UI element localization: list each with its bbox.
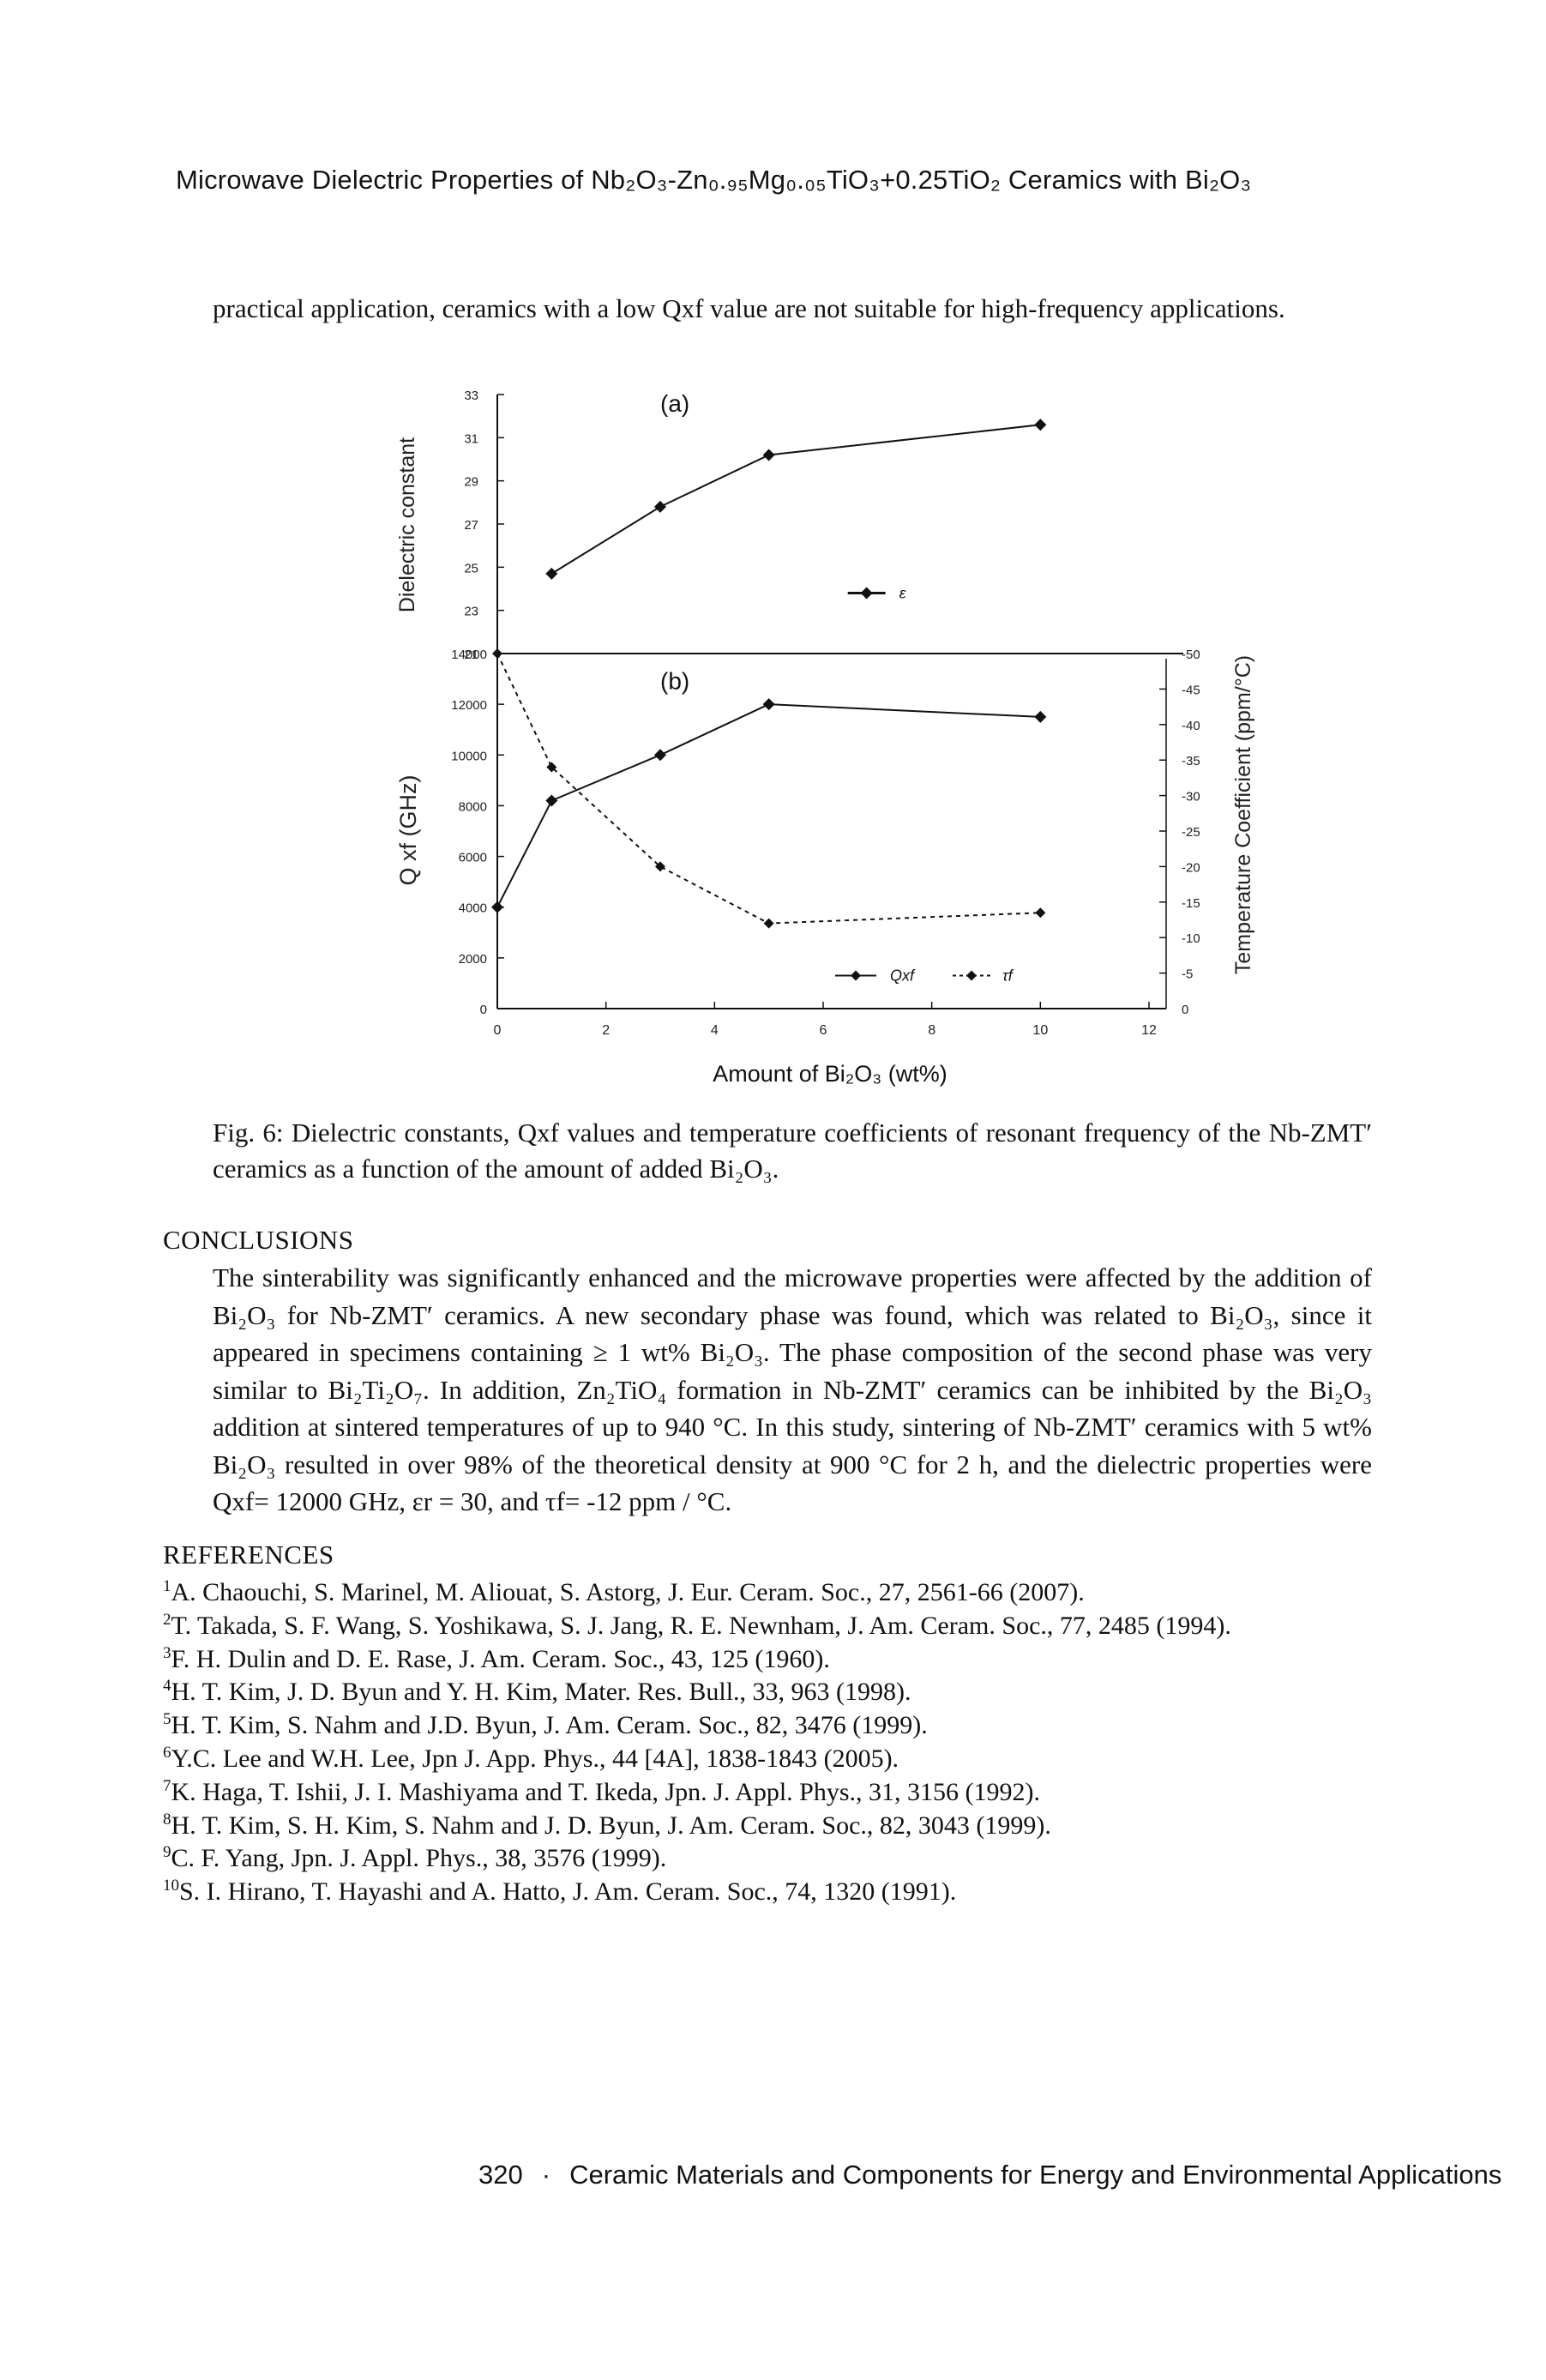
y-tick-label-b: 10000 bbox=[451, 749, 487, 763]
reference-item: 8H. T. Kim, S. H. Kim, S. Nahm and J. D.… bbox=[163, 1810, 1051, 1840]
intro-paragraph: practical application, ceramics with a l… bbox=[213, 293, 1285, 323]
series-tauf-point bbox=[655, 861, 665, 872]
y2-tick-label: -30 bbox=[1182, 790, 1200, 804]
series-qxf-point bbox=[762, 698, 775, 711]
running-header: Microwave Dielectric Properties of Nb₂O₃… bbox=[176, 165, 1252, 195]
y-tick-label-b: 4000 bbox=[459, 901, 487, 916]
y-tick-label-a: 27 bbox=[464, 518, 478, 533]
series-tauf-point bbox=[546, 762, 557, 773]
y-tick-label-b: 14000 bbox=[451, 648, 487, 662]
reference-item: 9C. F. Yang, Jpn. J. Appl. Phys., 38, 35… bbox=[163, 1843, 667, 1873]
legend-tauf-label: τf bbox=[1002, 967, 1014, 985]
legend-qxf-label: Qxf bbox=[890, 967, 916, 985]
series-epsilon-line bbox=[550, 424, 1041, 575]
series-tauf-point bbox=[492, 648, 502, 659]
y-tick-label-a: 23 bbox=[464, 605, 478, 619]
y2-tick-label: -45 bbox=[1182, 683, 1200, 697]
y-axis-title-a: Dielectric constant bbox=[395, 437, 419, 612]
series-qxf-point bbox=[491, 901, 503, 913]
reference-item: 6Y.C. Lee and W.H. Lee, Jpn J. App. Phys… bbox=[163, 1743, 899, 1773]
page-number: 320 bbox=[478, 2160, 523, 2190]
book-title: Ceramic Materials and Components for Ene… bbox=[569, 2160, 1502, 2190]
y-tick-label-a: 21 bbox=[464, 648, 478, 662]
x-tick-label: 2 bbox=[602, 1023, 610, 1038]
y-tick-label-a: 25 bbox=[464, 561, 478, 575]
y2-tick-label: -25 bbox=[1182, 825, 1200, 840]
reference-item: 7K. Haga, T. Ishii, J. I. Mashiyama and … bbox=[163, 1776, 1041, 1806]
reference-item: 1A. Chaouchi, S. Marinel, M. Aliouat, S.… bbox=[163, 1577, 1085, 1606]
x-tick-label: 0 bbox=[494, 1023, 502, 1038]
panel-label-b: (b) bbox=[660, 667, 689, 694]
reference-item: 10S. I. Hirano, T. Hayashi and A. Hatto,… bbox=[163, 1877, 957, 1907]
series-qxf-point bbox=[545, 794, 558, 807]
reference-item: 3F. H. Dulin and D. E. Rase, J. Am. Cera… bbox=[163, 1643, 830, 1673]
footer-separator: · bbox=[541, 2160, 551, 2190]
y-axis-title-b: Q xf (GHz) bbox=[395, 775, 421, 886]
x-tick-label: 10 bbox=[1032, 1023, 1048, 1038]
x-tick-label: 12 bbox=[1141, 1023, 1157, 1038]
y2-tick-label: -15 bbox=[1182, 896, 1200, 911]
y-tick-label-b: 0 bbox=[480, 1003, 487, 1017]
series-qxf-point bbox=[654, 749, 666, 762]
series-epsilon-point bbox=[1034, 419, 1047, 431]
series-epsilon-point bbox=[762, 449, 775, 461]
reference-item: 2T. Takada, S. F. Wang, S. Yoshikawa, S.… bbox=[163, 1610, 1231, 1640]
y-tick-label-b: 2000 bbox=[459, 952, 487, 967]
y2-tick-label: -5 bbox=[1182, 967, 1193, 982]
y-tick-label-b: 6000 bbox=[459, 851, 487, 865]
references-heading: REFERENCES bbox=[163, 1539, 334, 1570]
y2-axis-title: Temperature Coefficient (ppm/°C) bbox=[1231, 655, 1255, 974]
conclusions-text: The sinterability was significantly enha… bbox=[213, 1262, 1372, 1516]
legend-qxf-marker bbox=[851, 970, 861, 981]
series-tauf-point bbox=[763, 918, 774, 929]
y2-tick-label: -20 bbox=[1182, 860, 1200, 875]
figure-caption: Fig. 6: Dielectric constants, Qxf values… bbox=[213, 1118, 1372, 1184]
y-tick-label-b: 8000 bbox=[459, 799, 487, 814]
legend-tauf-marker bbox=[966, 970, 977, 981]
figure-chart: 2123252729313302000400060008000100001200… bbox=[395, 389, 1255, 1087]
series-epsilon-point bbox=[654, 500, 666, 513]
reference-item: 5H. T. Kim, S. Nahm and J.D. Byun, J. Am… bbox=[163, 1710, 928, 1740]
series-tauf-point bbox=[1035, 907, 1046, 919]
legend-epsilon-label: ε bbox=[899, 585, 907, 602]
y2-tick-label: -50 bbox=[1182, 648, 1200, 662]
y-tick-label-a: 31 bbox=[464, 431, 478, 446]
series-epsilon-point bbox=[545, 567, 558, 580]
y-tick-label-b: 12000 bbox=[451, 698, 487, 713]
reference-item: 4H. T. Kim, J. D. Byun and Y. H. Kim, Ma… bbox=[163, 1677, 911, 1707]
x-tick-label: 8 bbox=[928, 1023, 935, 1038]
y2-tick-label: -40 bbox=[1182, 719, 1200, 733]
y-tick-label-a: 29 bbox=[464, 475, 478, 490]
references-list: 1A. Chaouchi, S. Marinel, M. Aliouat, S.… bbox=[163, 1576, 1381, 1909]
x-tick-label: 4 bbox=[711, 1023, 719, 1038]
y2-tick-label: 0 bbox=[1182, 1003, 1188, 1017]
chart-layer: 2123252729313302000400060008000100001200… bbox=[395, 389, 1255, 1087]
x-tick-label: 6 bbox=[820, 1023, 827, 1038]
panel-label-a: (a) bbox=[660, 390, 689, 417]
series-qxf-point bbox=[1034, 710, 1047, 723]
y-tick-label-a: 33 bbox=[464, 389, 478, 403]
y2-tick-label: -10 bbox=[1182, 931, 1200, 946]
conclusions-heading: CONCLUSIONS bbox=[163, 1225, 354, 1255]
legend-epsilon-marker bbox=[860, 587, 873, 600]
x-axis-title: Amount of Bi₂O₃ (wt%) bbox=[713, 1061, 947, 1087]
y2-tick-label: -35 bbox=[1182, 754, 1200, 768]
page-footer: 320 · Ceramic Materials and Components for… bbox=[478, 2160, 1501, 2190]
series-qxf-line bbox=[496, 703, 1041, 908]
